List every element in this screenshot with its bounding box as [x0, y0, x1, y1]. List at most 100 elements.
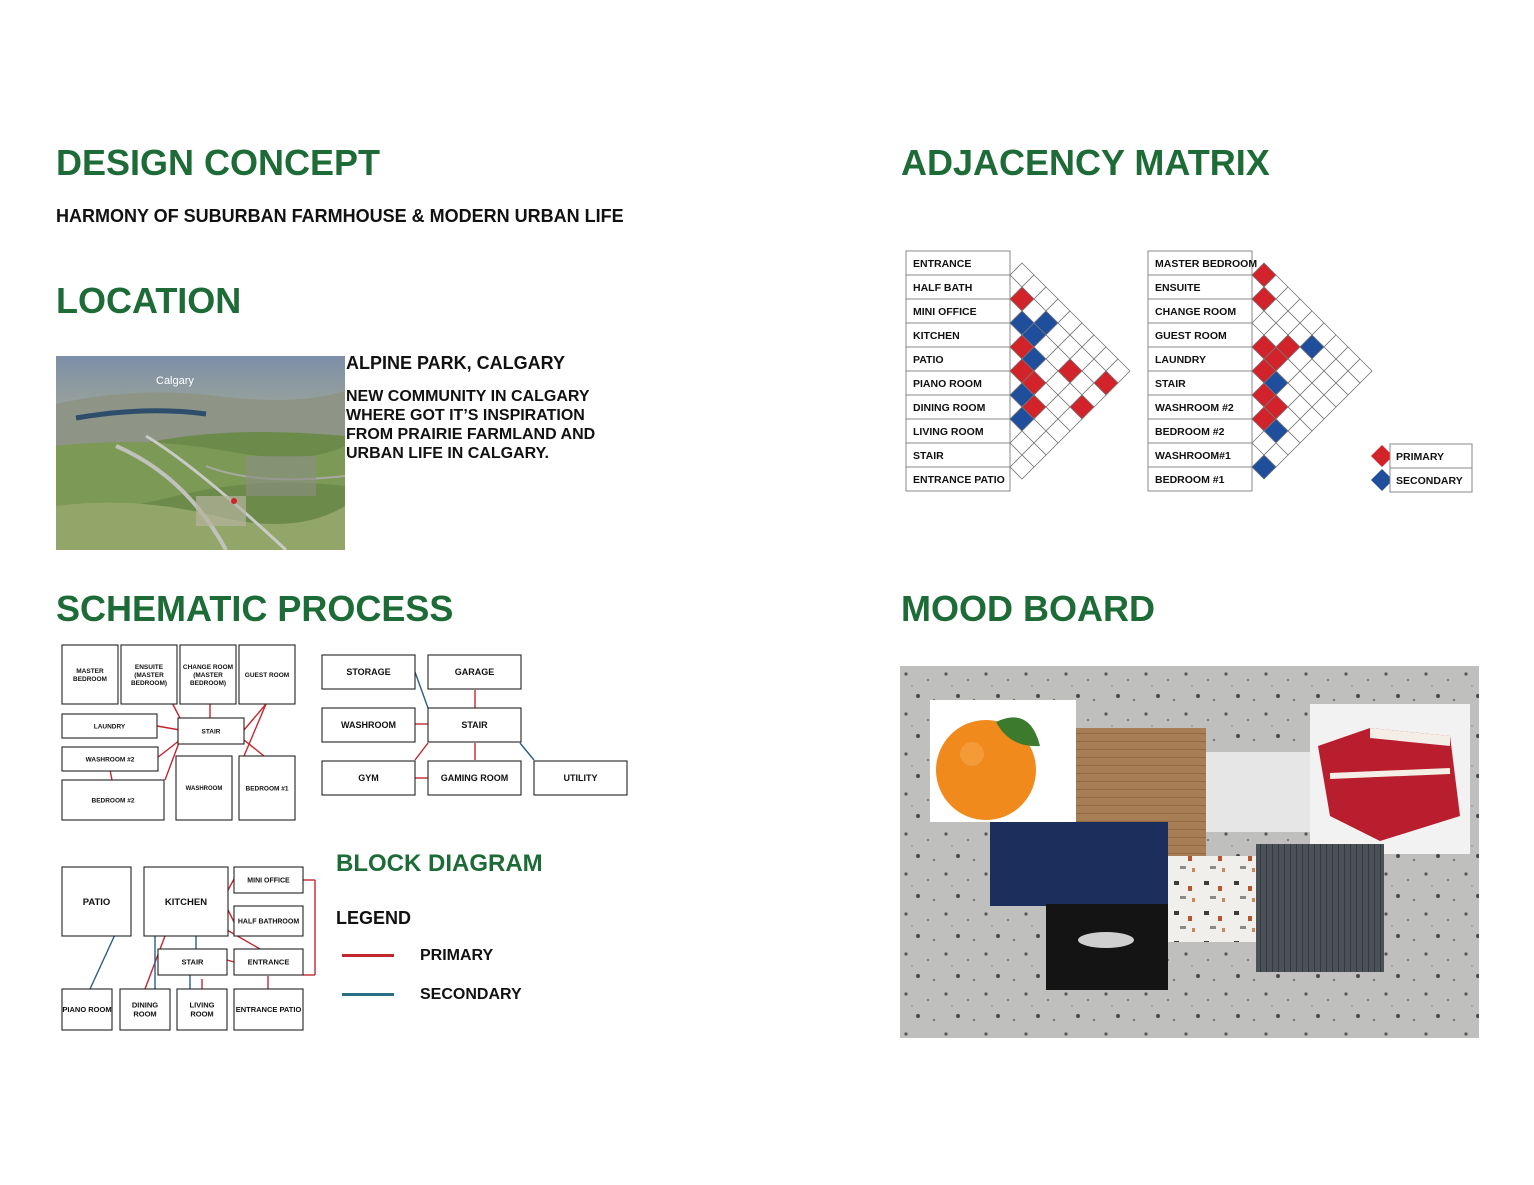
legend-diamond: [1371, 445, 1393, 467]
schematic-connection: [243, 739, 265, 757]
schematic-connection: [414, 671, 429, 709]
adjacency-matrix-title: ADJACENCY MATRIX: [901, 142, 1270, 183]
matrix-room-label: BEDROOM #2: [1155, 426, 1225, 438]
schematic-room-label: BEDROOM): [190, 680, 226, 687]
mood-board-collage: [900, 666, 1479, 1038]
schematic-room-label: UTILITY: [564, 773, 598, 783]
location-place: ALPINE PARK, CALGARY: [346, 353, 566, 373]
schematic-room-label: MASTER: [76, 668, 104, 675]
schematic-room-label: ENTRANCE: [248, 958, 290, 967]
schematic-room-label: BEDROOM #1: [246, 785, 289, 792]
matrix-room-cell: [1147, 466, 1253, 492]
matrix-room-cell: [905, 394, 1011, 420]
legend-primary-label: PRIMARY: [420, 947, 494, 964]
legend-label: SECONDARY: [1396, 475, 1463, 487]
schematic-room-label: WASHROOM #2: [86, 756, 135, 763]
schematic-room-label: STAIR: [201, 728, 220, 735]
schematic-diagrams: MASTERBEDROOMENSUITE(MASTERBEDROOM)CHANG…: [61, 644, 628, 1031]
schematic-process-title: SCHEMATIC PROCESS: [56, 588, 454, 629]
matrix-room-cell: [1147, 250, 1253, 276]
schematic-connection: [519, 742, 535, 761]
schematic-room: MINI OFFICE: [233, 866, 304, 894]
matrix-room-label: MINI OFFICE: [913, 306, 977, 318]
adjacency-matrix-upper-floor: MASTER BEDROOM ENSUITE CHANGE ROOM GUEST RO…: [1147, 250, 1373, 492]
schematic-room-label: LAUNDRY: [94, 723, 126, 730]
matrix-room-cell: [1147, 418, 1253, 444]
matrix-room-label: STAIR: [913, 450, 944, 462]
block-diagram-title: BLOCK DIAGRAM: [336, 850, 543, 877]
schematic-room: WASHROOM: [321, 707, 416, 743]
matrix-room-label: KITCHEN: [913, 330, 960, 342]
schematic-room: STAIR: [177, 717, 245, 745]
schematic-room-label: BEDROOM): [131, 680, 167, 687]
schematic-room-label: STAIR: [461, 720, 488, 730]
schematic-room: GYM: [321, 760, 416, 796]
matrix-room-label: ENSUITE: [1155, 282, 1201, 294]
schematic-room-label: MINI OFFICE: [247, 877, 290, 884]
matrix-room-label: GUEST ROOM: [1155, 330, 1227, 342]
schematic-connection: [226, 959, 235, 963]
matrix-diamond: [1251, 454, 1277, 480]
matrix-room-cell: [905, 346, 1011, 372]
schematic-room-label: LIVING: [189, 1001, 214, 1010]
schematic-room-label: KITCHEN: [165, 897, 207, 908]
schematic-room-label: (MASTER: [193, 672, 223, 679]
schematic-room-label: ROOM: [133, 1010, 156, 1019]
matrix-room-cell: [905, 298, 1011, 324]
schematic-room-label: ENSUITE: [135, 664, 164, 671]
schematic-connection: [109, 769, 113, 781]
matrix-room-cell: [905, 274, 1011, 300]
schematic-room-label: HALF BATHROOM: [238, 918, 299, 925]
schematic-room-label: GUEST ROOM: [245, 672, 289, 679]
location-text-block: ALPINE PARK, CALGARY NEW COMMUNITY IN CA…: [346, 354, 616, 463]
mood-board-title: MOOD BOARD: [901, 588, 1155, 629]
matrix-room-label: PATIO: [913, 354, 944, 366]
legend-title: LEGEND: [336, 908, 412, 928]
schematic-room: GARAGE: [427, 654, 522, 690]
legend-primary-line: [342, 954, 394, 957]
matrix-diamond: [1009, 454, 1035, 480]
legend-secondary-line: [342, 993, 394, 996]
legend-secondary-label: SECONDARY: [420, 986, 522, 1003]
matrix-room-label: CHANGE ROOM: [1155, 306, 1236, 318]
aerial-map-graphic: Calgary: [56, 356, 345, 550]
matrix-room-label: HALF BATH: [913, 282, 972, 294]
schematic-room: UTILITY: [533, 760, 628, 796]
schematic-room-label: ENTRANCE PATIO: [236, 1005, 302, 1014]
schematic-connection: [164, 739, 181, 781]
schematic-room-label: CHANGE ROOM: [183, 664, 233, 671]
matrix-room-label: BEDROOM #1: [1155, 474, 1225, 486]
matrix-room-label: WASHROOM#1: [1155, 450, 1231, 462]
legend-box: [1389, 443, 1473, 469]
schematic-room-label: ROOM: [190, 1010, 213, 1019]
mood-board-graphic: [900, 666, 1479, 1038]
design-concept-title: DESIGN CONCEPT: [56, 142, 381, 183]
schematic-room: GAMING ROOM: [427, 760, 522, 796]
schematic-room: GUEST ROOM: [238, 644, 296, 705]
matrix-room-label: MASTER BEDROOM: [1155, 258, 1257, 270]
design-concept-subtitle: HARMONY OF SUBURBAN FARMHOUSE & MODERN U…: [56, 206, 624, 226]
schematic-room-label: PATIO: [83, 897, 111, 908]
schematic-room-label: GYM: [358, 773, 379, 783]
matrix-room-label: DINING ROOM: [913, 402, 986, 414]
location-title: LOCATION: [56, 280, 242, 321]
schematic-room: PATIO: [61, 866, 132, 937]
matrix-room-label: WASHROOM #2: [1155, 402, 1234, 414]
schematic-room-label: STORAGE: [346, 667, 390, 677]
matrix-room-label: PIANO ROOM: [913, 378, 982, 390]
schematic-room: WASHROOM #2: [61, 746, 159, 772]
matrix-room-label: ENTRANCE: [913, 258, 971, 270]
schematic-room: HALF BATHROOM: [233, 905, 304, 937]
schematic-room: BEDROOM #2: [61, 779, 165, 821]
schematic-connection: [243, 703, 267, 731]
legend-box: [1389, 467, 1473, 493]
matrix-room-cell: [1147, 442, 1253, 468]
schematic-room: BEDROOM #1: [238, 755, 296, 821]
schematic-room-label: WASHROOM: [341, 720, 396, 730]
schematic-room: STAIR: [427, 707, 522, 743]
